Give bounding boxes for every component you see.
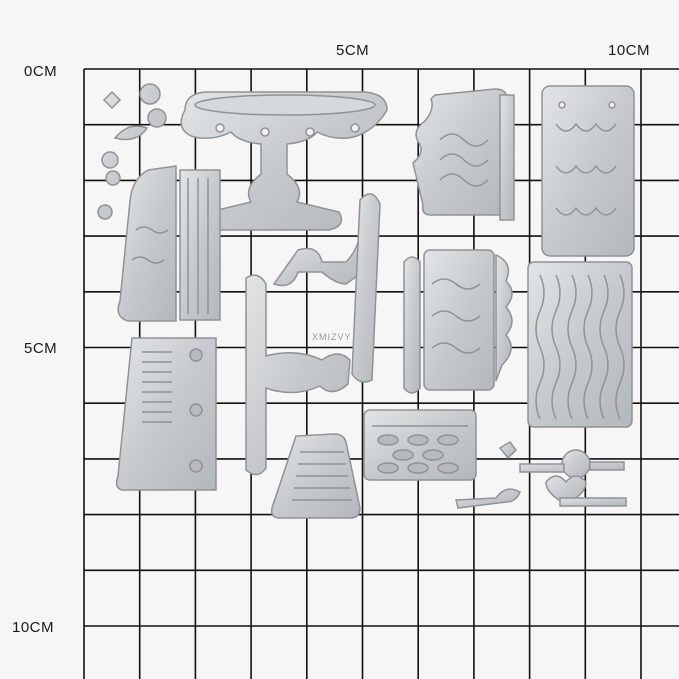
wave-lines-die — [527, 261, 633, 428]
ruler-label-top-10cm: 10CM — [608, 42, 651, 59]
tall-cake-stand-die — [245, 274, 351, 476]
cake-stand-die — [180, 91, 388, 231]
flower-sprig-die — [97, 83, 167, 220]
ruler-label-left-10cm: 10CM — [12, 619, 55, 636]
pedestal-stand-die — [272, 193, 381, 383]
lattice-panel-die — [363, 409, 477, 481]
wavy-panel-die — [423, 249, 513, 391]
scalloped-panel-die — [541, 85, 635, 257]
striped-panel-die — [115, 337, 217, 491]
watermark-text: XMIZVY — [312, 332, 352, 342]
cutting-dies-set — [97, 83, 635, 519]
heart-candy-die — [455, 441, 627, 509]
ruler-label-left-0cm: 0CM — [24, 63, 58, 80]
striped-slice-die — [270, 433, 361, 519]
ruler-label-left-5cm: 5CM — [24, 340, 58, 357]
wavy-cake-slice-die — [412, 88, 515, 221]
bubble-column-die — [403, 256, 421, 394]
ruler-label-top-5cm: 5CM — [336, 42, 370, 59]
sprinkle-slice-die — [117, 165, 221, 322]
